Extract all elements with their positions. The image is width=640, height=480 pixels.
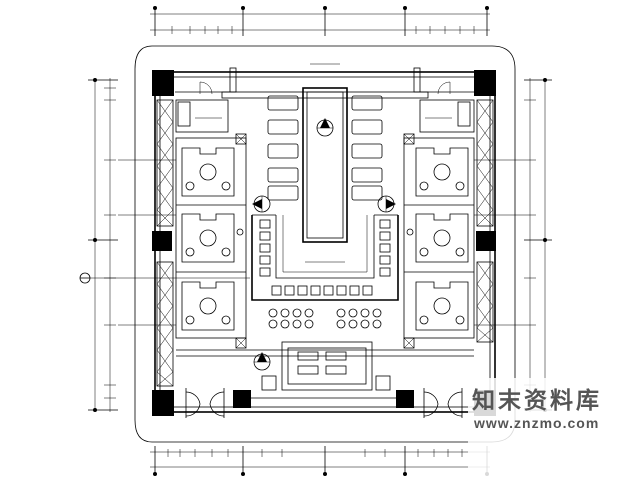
elevation-marker-top <box>316 118 334 137</box>
watermark-url: www.znzmo.com <box>474 415 600 431</box>
left-entrance-door <box>185 388 225 418</box>
left-room-2-sofa <box>181 213 244 263</box>
watermark-title: 知末资料库 <box>472 387 602 413</box>
u-bar-stools <box>259 219 391 296</box>
central-stage <box>221 87 429 243</box>
axis-marker-circle <box>79 272 250 284</box>
left-private-rooms <box>175 137 247 339</box>
u-shaped-bar <box>251 214 399 301</box>
bottom-dimension-chain <box>150 446 490 476</box>
top-entry-structure <box>175 67 475 95</box>
stage-booths-right <box>351 95 383 201</box>
annotation-leaders <box>118 63 524 413</box>
left-dimension-chain <box>88 78 118 412</box>
right-entrance-door <box>423 388 463 418</box>
bottom-service-area <box>176 341 474 399</box>
right-room-1-sofa <box>415 147 469 197</box>
right-room-3-sofa <box>415 281 469 331</box>
elevation-marker-left <box>252 195 271 213</box>
upper-side-rooms <box>175 99 475 133</box>
left-cabinet-strip <box>156 99 174 387</box>
left-room-1-sofa <box>181 147 235 197</box>
right-private-rooms <box>403 137 475 339</box>
elevation-markers <box>252 118 396 371</box>
entrance-doors <box>185 388 463 418</box>
watermark-overlay <box>468 378 640 480</box>
top-dimension-chain <box>150 6 490 36</box>
small-table-groups <box>268 308 382 329</box>
right-room-2-sofa <box>406 213 469 263</box>
elevation-marker-bottom <box>253 352 271 371</box>
right-cabinet-strip <box>476 99 494 343</box>
stage-booths-left <box>267 95 299 201</box>
right-dimension-chain <box>524 78 552 412</box>
elevation-marker-right <box>377 195 396 213</box>
small-column-markers <box>235 133 415 349</box>
top-dim-ticks <box>153 6 489 36</box>
left-room-3-sofa <box>181 281 235 331</box>
